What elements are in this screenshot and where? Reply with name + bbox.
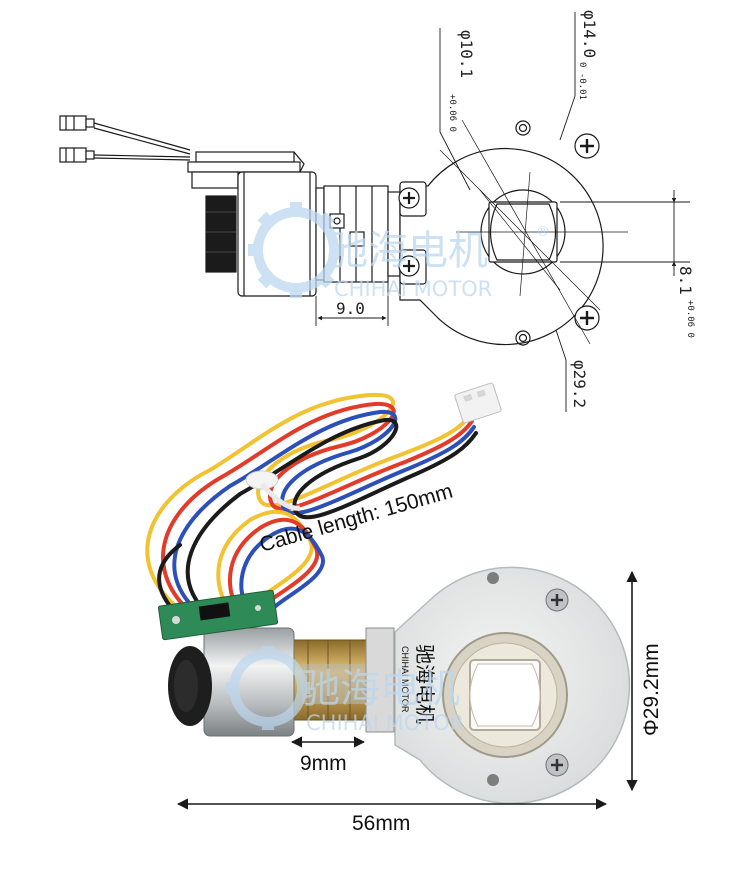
gearbox-photo xyxy=(291,627,395,733)
dim-phi-10: φ10.1 xyxy=(457,30,476,78)
gear-icon xyxy=(248,202,344,298)
photo-dimension-arrows xyxy=(176,570,638,810)
watermark-en-text: CHIHAI MOTOR xyxy=(334,277,492,301)
cable-tie xyxy=(245,470,301,511)
dim-phi-14: φ14.0 xyxy=(580,10,599,58)
technical-drawing xyxy=(59,12,690,412)
encoder-label-cn: 驰海电机 xyxy=(413,644,436,724)
motor-end-cap-photo xyxy=(168,646,212,726)
mounting-holes xyxy=(515,120,531,346)
motor-end-cap xyxy=(205,195,237,273)
encoder-pcb xyxy=(157,589,279,641)
encoder-label: 驰海电机 CHIHAI MOTOR xyxy=(400,644,436,724)
photo-watermark-en: CHIHAI MOTOR xyxy=(306,711,464,735)
watermark-registered: ® xyxy=(536,224,550,240)
centre-lines xyxy=(439,119,628,345)
photo-watermark-cn: 驰海电机 xyxy=(300,666,460,712)
dim-phi-10-tolerance: +0.06 0 xyxy=(447,94,457,132)
screw-icon xyxy=(398,133,600,331)
motor-can xyxy=(237,171,325,297)
gear-length-label: 9mm xyxy=(300,752,347,775)
gear-icon xyxy=(226,646,310,730)
product-photo: 驰海电机 CHIHAI MOTOR xyxy=(145,382,638,810)
encoder-label-en: CHIHAI MOTOR xyxy=(400,646,410,713)
top-watermark: 驰海电机 CHIHAI MOTOR ® xyxy=(248,202,550,301)
dim-length-9: 9.0 xyxy=(336,299,365,318)
total-length-label: 56mm xyxy=(352,812,410,835)
pcb-bracket xyxy=(187,151,305,189)
drawing-dimension-labels: φ10.1 +0.06 0 φ14.0 0 -0.01 9.0 8.1 +0.0… xyxy=(336,10,695,408)
dim-phi-14-tolerance: 0 -0.01 xyxy=(577,62,587,100)
dimension-lines xyxy=(315,12,690,412)
diameter-label: Φ29.2mm xyxy=(640,643,663,736)
connector-plugs xyxy=(59,115,191,163)
jst-connector xyxy=(454,382,502,424)
dim-phi-29: φ29.2 xyxy=(570,360,589,408)
encoder-disc xyxy=(394,566,631,805)
cable-bundle xyxy=(145,392,478,618)
dim-flat-8: 8.1 xyxy=(676,266,695,295)
photo-watermark: 驰海电机 CHIHAI MOTOR xyxy=(226,646,464,735)
watermark-cn-text: 驰海电机 xyxy=(328,228,488,274)
dim-flat-8-tolerance: +0.06 0 xyxy=(685,300,695,338)
